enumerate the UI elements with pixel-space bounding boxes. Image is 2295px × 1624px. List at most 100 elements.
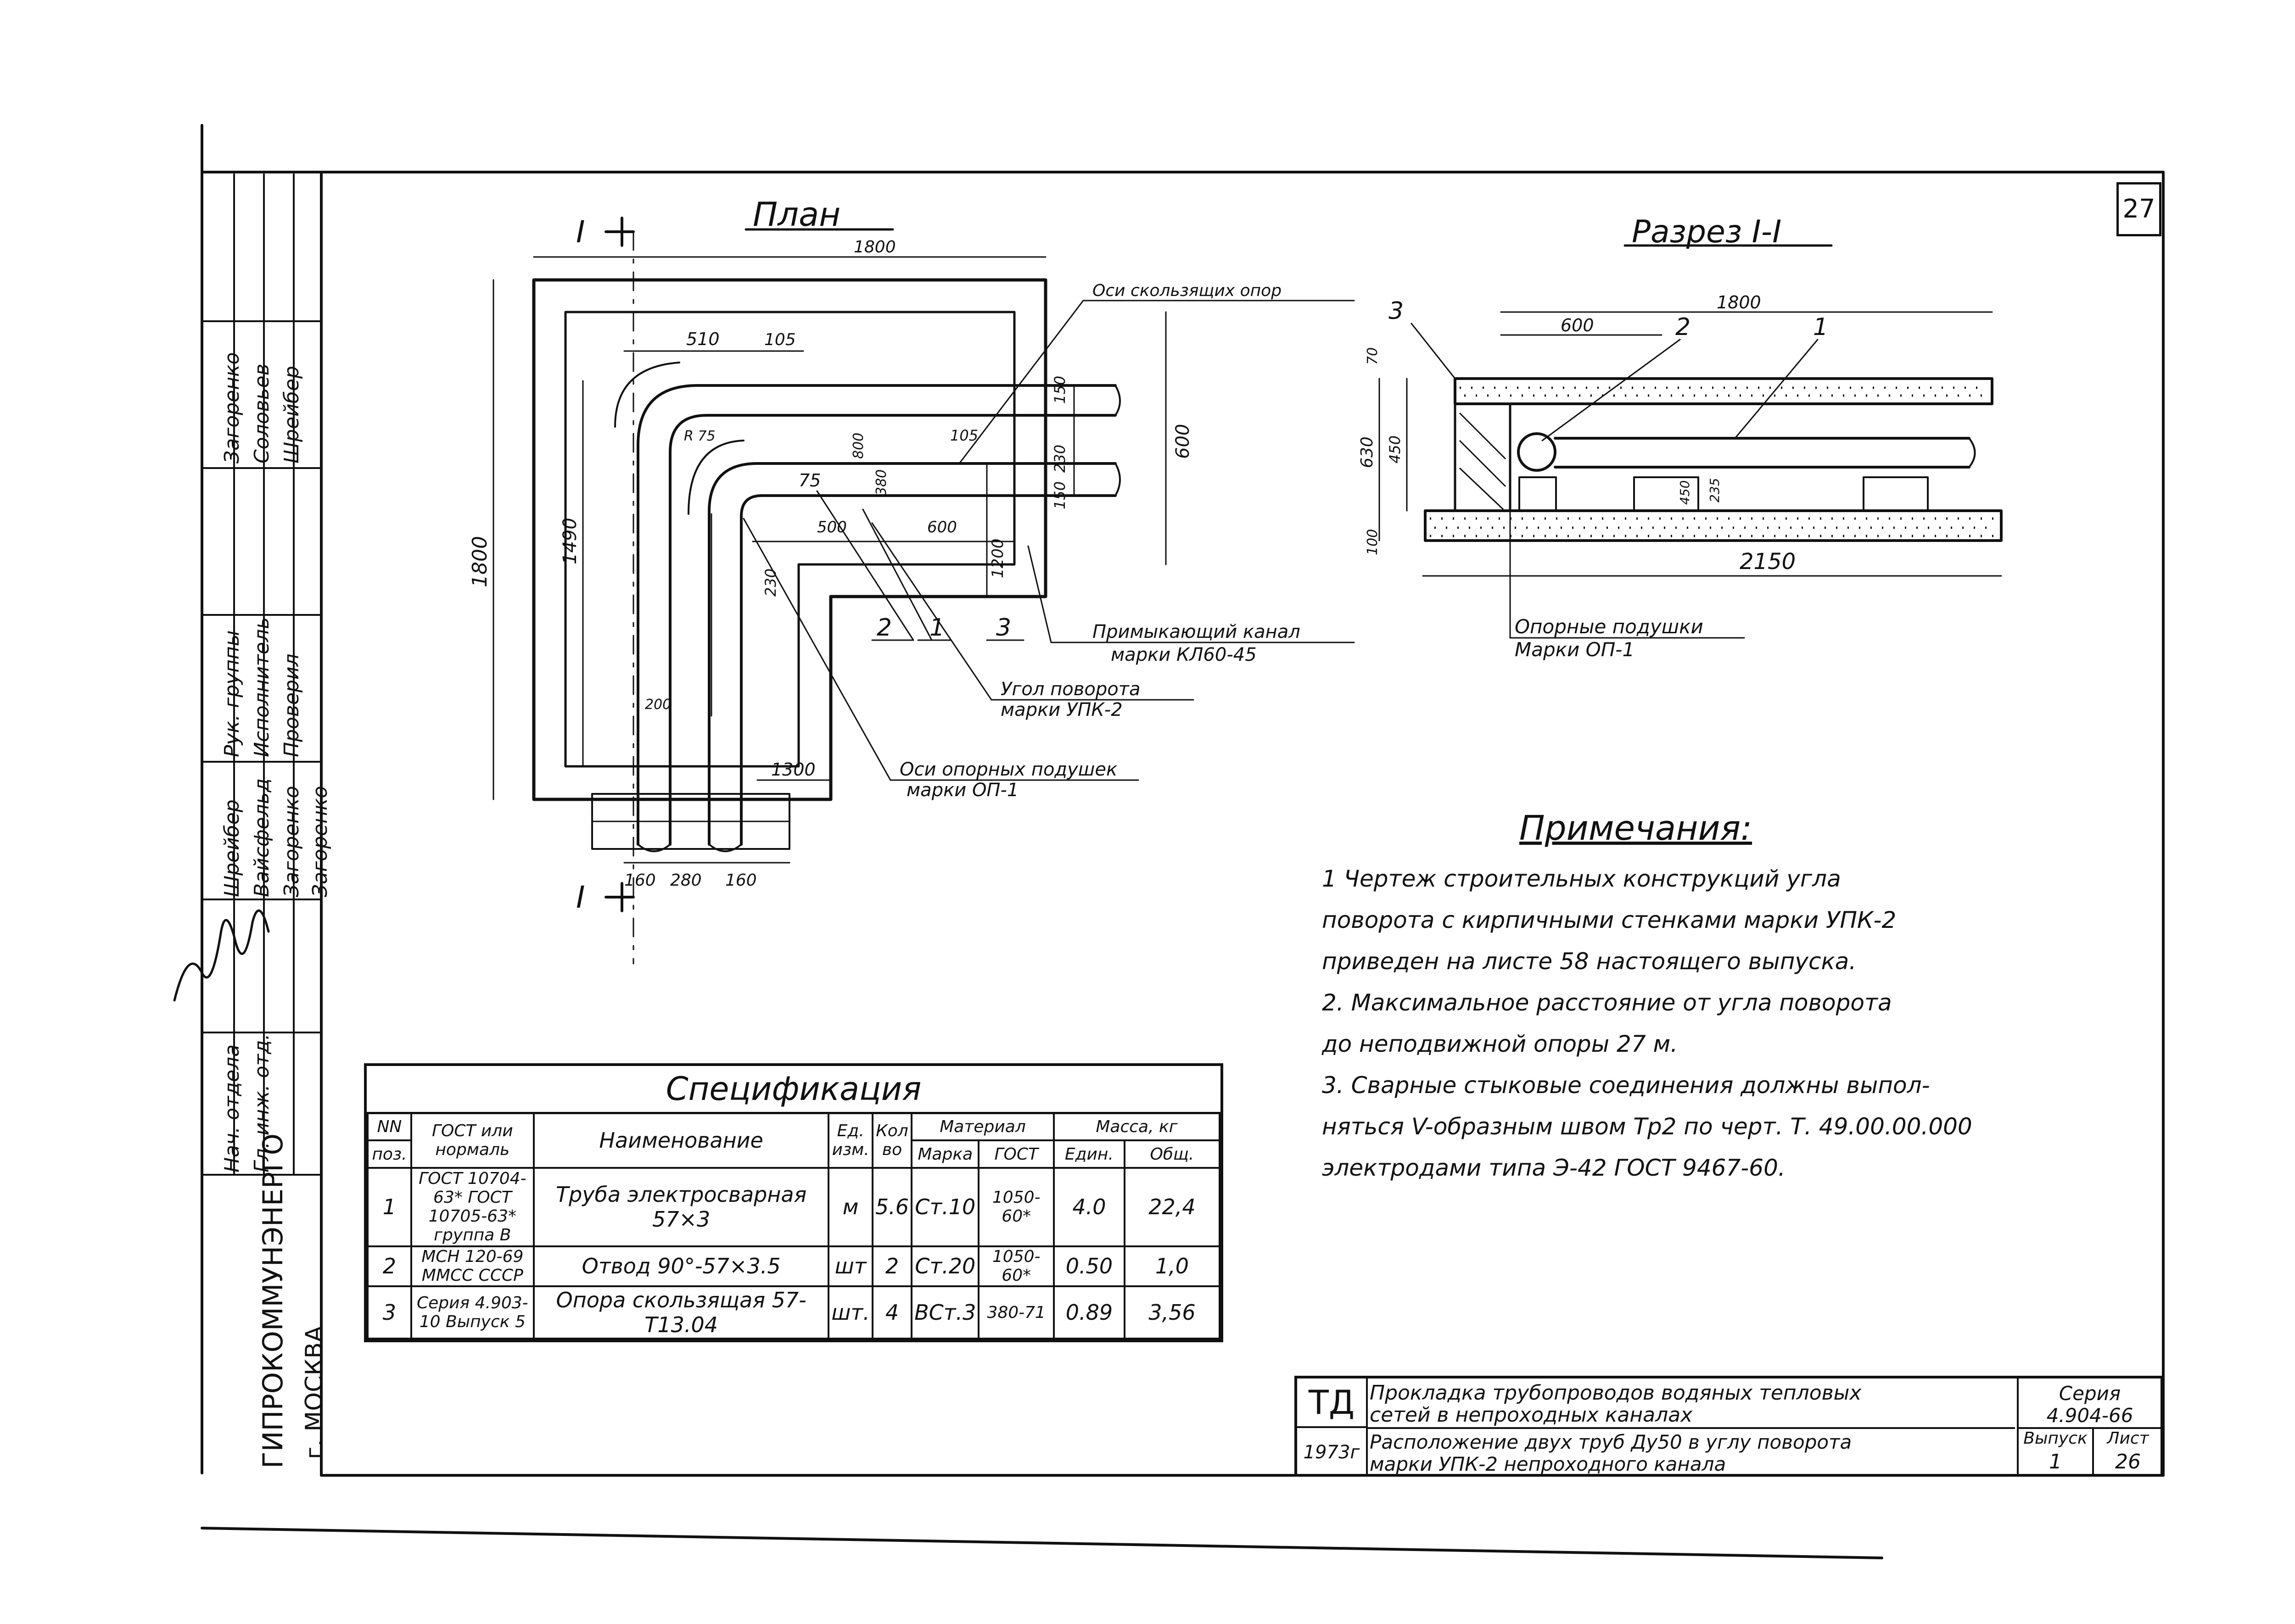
plan-dim-1800-left: 1800 <box>468 536 492 587</box>
note-line: до неподвижной опоры 27 м. <box>1322 1031 1678 1057</box>
section-dim-100: 100 <box>1365 529 1381 555</box>
spec-h-unit: Ед. изм. <box>828 1112 873 1169</box>
role-5: Проверил <box>280 653 303 757</box>
plan-dim-280: 280 <box>670 871 702 890</box>
note-line: 3. Сварные стыковые соединения должны вы… <box>1322 1072 1930 1099</box>
section-dim-600: 600 <box>1561 315 1594 335</box>
plan-section-mark-bottom: I <box>576 880 585 915</box>
plan-callout-sliding-axes: Оси скользящих опор <box>1092 281 1282 300</box>
role-1: Нач. отдела <box>220 1044 244 1172</box>
stamp-vline <box>2017 1378 2019 1477</box>
org-name: ГИПРОКОММУНЭНЕРГО <box>257 1133 289 1468</box>
plan-dim-380: 380 <box>873 469 890 496</box>
org-city: г. МОСКВА <box>301 1326 328 1459</box>
section-dim-70: 70 <box>1365 347 1381 365</box>
spec-h-qty: Кол во <box>871 1112 913 1169</box>
spec-h-each: Един. <box>1052 1139 1125 1169</box>
table-row: 3 Серия 4.903-10 Выпуск 5 Опора скользящ… <box>367 1285 1221 1339</box>
section-callout-supports-2: Марки ОП-1 <box>1515 638 1634 661</box>
stamp-subtitle-2: марки УПК-2 непроходного канала <box>1370 1453 1726 1475</box>
note-line: поворота с кирпичными стенками марки УПК… <box>1322 907 1897 933</box>
plan-dim-1200: 1200 <box>989 538 1007 578</box>
name2-2: Соловьев <box>250 363 274 463</box>
section-dim-450: 450 <box>1386 435 1404 463</box>
stamp-subtitle-1: Расположение двух труб Ду50 в углу повор… <box>1370 1431 1852 1453</box>
note-line: 2. Максимальное расстояние от угла повор… <box>1322 989 1892 1016</box>
section-dim-630: 630 <box>1358 436 1377 468</box>
name-4: Загоренко <box>308 786 332 897</box>
stamp-year: 1973г <box>1297 1428 1368 1477</box>
section-view: Разрез I-I <box>1358 214 2003 661</box>
title-stamp: ТД 1973г Прокладка трубопроводов водяных… <box>1294 1376 2163 1477</box>
plan-dim-1800-top: 1800 <box>854 238 896 257</box>
plan-dim-800: 800 <box>851 433 867 459</box>
stamp-issue-value: 1 <box>2049 1450 2062 1473</box>
section-dim-2150: 2150 <box>1740 549 1796 575</box>
stamp-vline-2 <box>2092 1427 2094 1477</box>
stamp-divider-2 <box>2019 1427 2161 1429</box>
plan-dim-150b: 150 <box>1051 481 1069 509</box>
section-title: Разрез I-I <box>1632 214 1781 250</box>
section-pos-3: 3 <box>1388 297 1404 325</box>
table-row: 1 ГОСТ 10704-63* ГОСТ 10705-63* группа В… <box>367 1167 1221 1247</box>
role-4: Исполнитель <box>250 617 274 757</box>
plan-section-mark-top: I <box>576 214 585 250</box>
spec-h-pos: поз. <box>367 1139 412 1169</box>
plan-callout-adjoining-1: Примыкающий канал <box>1092 621 1300 642</box>
stamp-series-value: 4.904-66 <box>2046 1404 2133 1427</box>
plan-dim-500: 500 <box>817 518 847 536</box>
stamp-series-label: Серия <box>2059 1382 2121 1405</box>
notes-title: Примечания: <box>1519 809 1752 848</box>
plan-pos-3: 3 <box>996 614 1011 642</box>
plan-pos-1: 1 <box>929 614 945 642</box>
plan-callout-support-axes-1: Оси опорных подушек <box>900 759 1117 780</box>
plan-dim-75: 75 <box>799 470 821 491</box>
section-callout-supports-1: Опорные подушки <box>1515 615 1703 638</box>
plan-dim-1490: 1490 <box>560 518 581 564</box>
plan-dim-160b: 160 <box>725 871 757 890</box>
role-2: Гл. инж. отд. <box>250 1033 274 1172</box>
stamp-divider <box>1368 1427 2015 1429</box>
plan-dim-150: 150 <box>1051 376 1069 404</box>
plan-dim-200: 200 <box>645 697 671 713</box>
table-row: 2 МСН 120-69 ММСС СССР Отвод 90°-57×3.5 … <box>367 1245 1221 1288</box>
plan-dim-1300: 1300 <box>771 759 816 780</box>
stamp-issue-label: Выпуск <box>2023 1429 2088 1448</box>
plan-pos-2: 2 <box>877 614 892 642</box>
stamp-title-1: Прокладка трубопроводов водяных тепловых <box>1370 1381 1862 1405</box>
plan-view: План I I <box>468 195 1355 965</box>
plan-dim-r: R 75 <box>684 428 716 444</box>
sheet-number: 27 <box>2116 182 2161 236</box>
name-3: Загоренко <box>280 786 303 897</box>
plan-callout-adjoining-2: марки КЛ60-45 <box>1111 644 1257 665</box>
note-line: няться V-образным швом Тр2 по черт. Т. 4… <box>1322 1113 1972 1140</box>
plan-dim-105b: 105 <box>950 427 978 444</box>
section-dim-450b: 450 <box>1677 480 1692 505</box>
plan-dim-230: 230 <box>1051 445 1069 473</box>
note-line: электродами типа Э-42 ГОСТ 9467-60. <box>1322 1155 1786 1181</box>
section-pos-2: 2 <box>1675 313 1690 341</box>
note-line: приведен на листе 58 настоящего выпуска. <box>1322 948 1857 975</box>
name2-1: Загоренко <box>220 352 244 463</box>
left-title-strip <box>173 173 322 1176</box>
section-dim-1800: 1800 <box>1717 292 1761 313</box>
plan-dim-160a: 160 <box>624 871 656 890</box>
spec-h-name: Наименование <box>532 1112 830 1169</box>
specification-table: Спецификация NN ГОСТ или нормаль Наимено… <box>364 1063 1223 1342</box>
plan-dim-105: 105 <box>764 330 796 349</box>
plan-title: План <box>753 195 840 234</box>
spec-h-mgost: ГОСТ <box>978 1139 1055 1169</box>
section-dim-235: 235 <box>1707 478 1722 502</box>
spec-h-total: Общ. <box>1123 1139 1221 1169</box>
stamp-sheet-value: 26 <box>2115 1450 2141 1473</box>
note-line: 1 Чертеж строительных конструкций угла <box>1322 865 1841 892</box>
name-2: Вайсфельд <box>250 778 274 897</box>
spec-h-mass: Масса, кг <box>1052 1112 1221 1141</box>
plan-dim-230b: 230 <box>762 569 779 597</box>
plan-callout-corner-1: Угол поворота <box>1001 679 1141 700</box>
spec-title: Спецификация <box>367 1066 1220 1114</box>
name-1: Шрейбер <box>220 799 244 897</box>
spec-grid: NN ГОСТ или нормаль Наименование Ед. изм… <box>367 1112 1221 1339</box>
spec-h-nn: NN <box>367 1112 412 1141</box>
